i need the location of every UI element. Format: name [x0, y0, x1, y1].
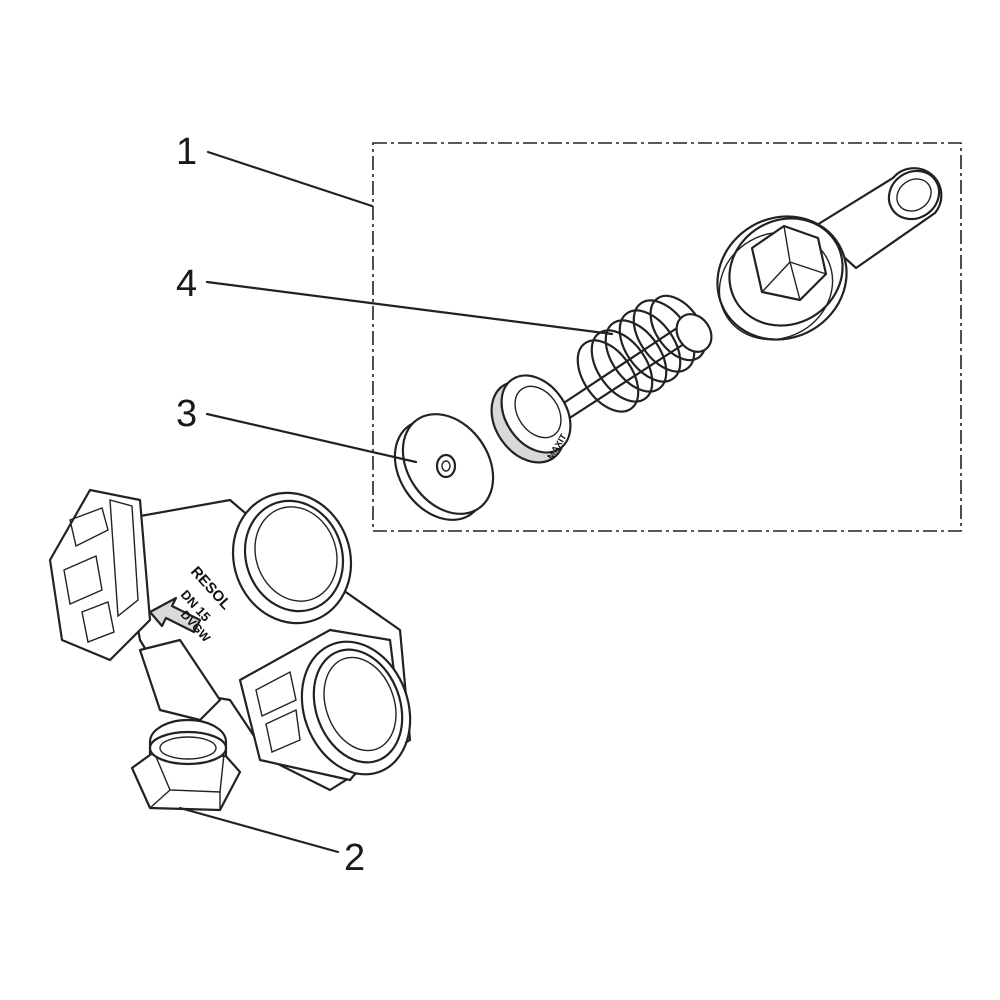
leader-line-1 — [206, 150, 374, 208]
leader-line-2 — [178, 806, 340, 854]
assembly-group-boundary — [372, 142, 962, 532]
disc-seal — [393, 413, 495, 521]
valve-body: RESOL DN 15 DVGW — [48, 488, 412, 792]
cartridge-head — [716, 167, 943, 341]
callout-1: 1 — [176, 131, 197, 173]
callout-2: 2 — [344, 837, 365, 879]
leader-line-4 — [205, 280, 614, 336]
spring-piston: MAXIT — [490, 294, 713, 464]
callout-4: 4 — [176, 263, 197, 305]
leader-line-3 — [205, 412, 418, 464]
drain-plug — [130, 718, 242, 812]
callout-3: 3 — [176, 393, 197, 435]
